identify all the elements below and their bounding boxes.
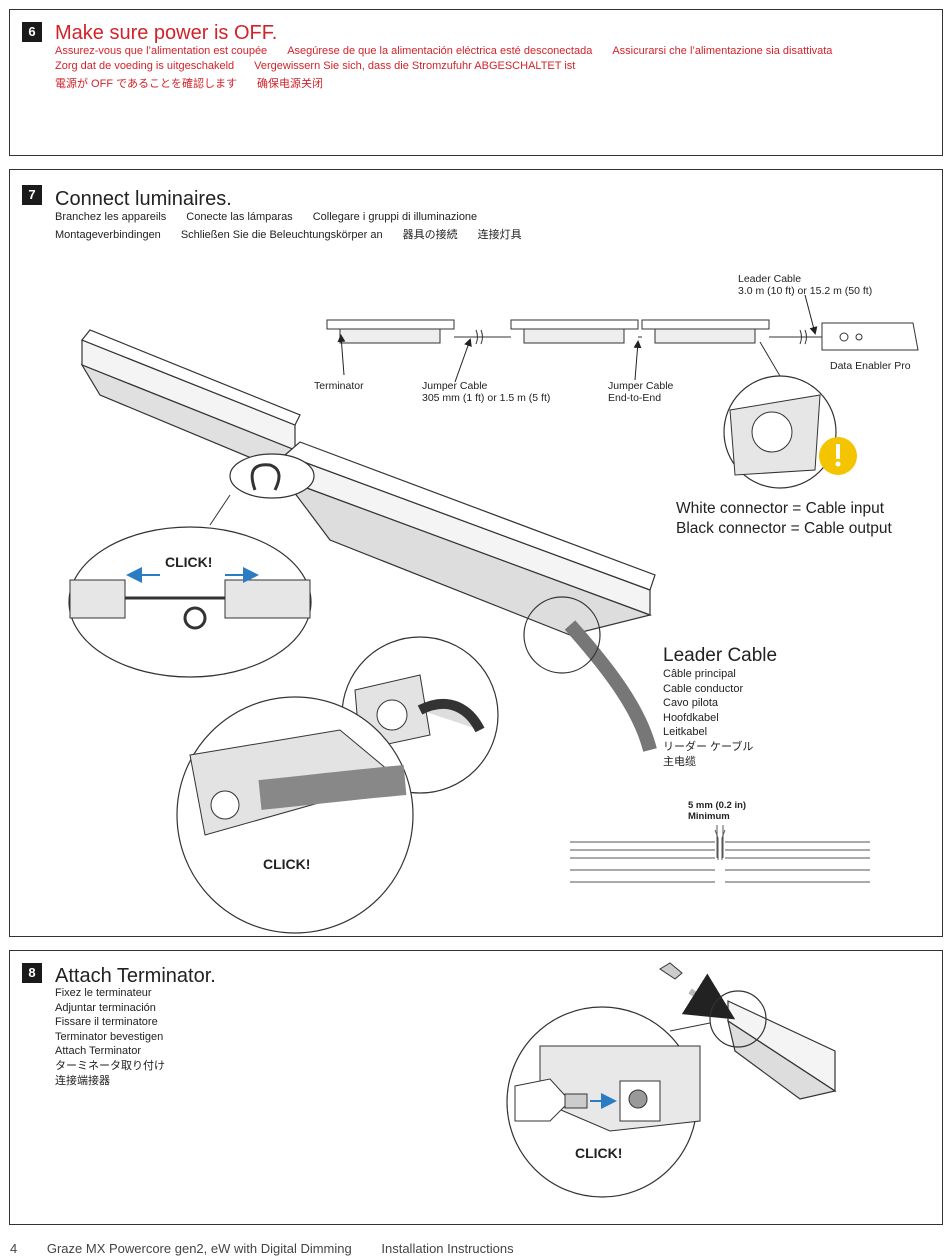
leader-pointers [337,294,818,383]
connect-luminaires-illustration [68,294,919,934]
step-8-panel: 8 Attach Terminator. Fixez le terminateu… [9,950,943,1225]
jumper-end-label: Jumper Cable End-to-End [608,380,674,404]
product-name: Graze MX Powercore gen2, eW with Digital… [46,1241,352,1256]
click-label: CLICK! [165,554,213,570]
step-title: Attach Terminator. [55,965,216,987]
connector-legend: White connector = Cable input Black conn… [676,500,892,537]
step-7-panel: 7 Connect luminaires. Branchez les appar… [9,169,943,937]
terminator-fixture [727,1000,837,1100]
leader-cable-translations: Câble principal Cable conductor Cavo pil… [663,668,754,768]
gap-label: 5 mm (0.2 in) Minimum [688,800,747,822]
page-footer: 4 Graze MX Powercore gen2, eW with Digit… [10,1241,540,1256]
terminator-label: Terminator [314,380,364,392]
center-fixture [283,441,656,636]
leader-cable-label: Leader Cable 3.0 m (10 ft) or 15.2 m (50… [738,273,873,297]
document-type: Installation Instructions [381,1241,514,1256]
jumper-cable-label: Jumper Cable 305 mm (1 ft) or 1.5 m (5 f… [422,380,551,404]
click-label: CLICK! [263,856,311,872]
attach-terminator-illustration [506,962,837,1198]
left-fixture [80,329,301,471]
leader-cable-block: Leader Cable Câble principal Cable condu… [663,645,777,769]
step-title: Connect luminaires. [55,188,232,210]
page-number: 4 [10,1241,18,1256]
gap-detail [570,825,870,883]
jumper-click-callout [68,526,312,678]
step-number: 8 [22,963,42,983]
step-number: 7 [22,185,42,205]
leader-cable [564,620,657,752]
leader-cable-heading: Leader Cable [663,645,778,666]
translation-line: Assurez-vous que l’alimentation est coup… [55,45,833,57]
step-6-panel: 6 Make sure power is OFF. Assurez-vous q… [9,9,943,156]
data-enabler-label: Data Enabler Pro [830,360,911,372]
fixture-schematic [326,319,919,351]
step-number: 6 [22,22,42,42]
translation-line: 電源が OFF であることを確認します确保电源关闭 [55,78,323,90]
translation-list: Fixez le terminateur Adjuntar terminació… [55,987,165,1087]
click-label: CLICK! [575,1145,623,1161]
step-title: Make sure power is OFF. [55,22,278,44]
